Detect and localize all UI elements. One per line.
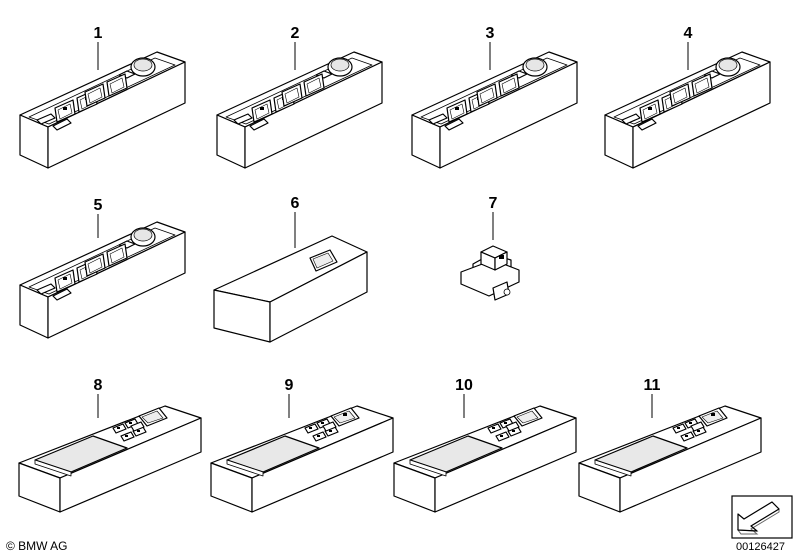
document-id: 00126427	[736, 541, 785, 553]
part-6[interactable]: 6	[213, 195, 368, 343]
part-2[interactable]: 2	[216, 25, 383, 169]
part-number-label: 5	[94, 197, 103, 214]
part-9[interactable]: 9	[210, 377, 394, 513]
part-number-label: 6	[291, 195, 300, 212]
part-7[interactable]: 7	[460, 195, 520, 301]
part-1[interactable]: 1	[19, 25, 186, 169]
part-number-label: 8	[94, 377, 103, 394]
part-number-label: 1	[94, 25, 103, 42]
navigation-arrow-icon[interactable]	[731, 495, 793, 539]
part-number-label: 4	[684, 25, 693, 42]
part-3[interactable]: 3	[411, 25, 578, 169]
part-8[interactable]: 8	[18, 377, 202, 513]
copyright-text: © BMW AG	[6, 539, 68, 553]
part-11[interactable]: 11	[578, 377, 762, 513]
part-number-label: 10	[455, 377, 473, 394]
part-number-label: 2	[291, 25, 300, 42]
part-number-label: 7	[489, 195, 498, 212]
part-number-label: 11	[644, 377, 661, 394]
part-number-label: 3	[486, 25, 495, 42]
part-number-label: 9	[285, 377, 294, 394]
part-10[interactable]: 10	[393, 377, 577, 513]
part-5[interactable]: 5	[19, 197, 186, 339]
part-4[interactable]: 4	[604, 25, 771, 169]
